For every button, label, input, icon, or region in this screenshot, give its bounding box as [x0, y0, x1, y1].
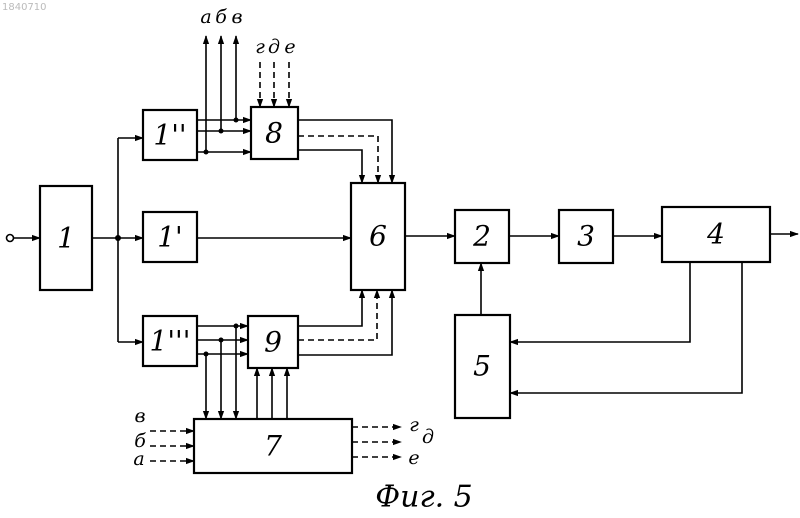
block-7-label: 7 [264, 430, 282, 463]
signal-label-g: г [255, 36, 265, 58]
block-7: 7 [194, 419, 352, 473]
wire-9-6-b [298, 290, 377, 340]
wire-8-6-c [298, 150, 362, 183]
wire-9-6-a [298, 290, 362, 326]
signal-label-v: в [231, 6, 242, 28]
signal-label-a: а [200, 6, 211, 28]
signal-label-e-7: е [408, 447, 419, 469]
watermark: 1840710 [2, 2, 47, 13]
wire-4-5-b [510, 262, 742, 393]
wire-9-6-c [298, 290, 392, 355]
block-6-label: 6 [369, 220, 387, 253]
block-4: 4 [662, 207, 770, 262]
signal-label-d-7: д [422, 426, 434, 448]
wire-4-5-a [510, 262, 690, 342]
block-5: 5 [455, 315, 510, 418]
block-6: 6 [351, 183, 405, 290]
block-2-label: 2 [472, 220, 491, 253]
figure-caption: Фиг. 5 [375, 480, 473, 515]
block-9-label: 9 [264, 326, 282, 359]
signal-label-g-7: г [409, 414, 419, 436]
block-1ppp-label: 1''' [150, 325, 191, 358]
block-4-label: 4 [706, 218, 725, 251]
block-1ppp: 1''' [143, 316, 197, 366]
signal-label-a-7: а [133, 448, 144, 470]
signal-label-v-7: в [134, 405, 145, 427]
block-1: 1 [40, 186, 92, 290]
block-1p: 1' [143, 212, 197, 262]
block-8-label: 8 [265, 117, 283, 150]
signal-label-e: е [284, 36, 295, 58]
junction-dot [204, 150, 209, 155]
wire-8-6-b [298, 136, 378, 183]
block-5-label: 5 [473, 350, 491, 383]
block-9: 9 [248, 316, 298, 368]
block-1pp: 1'' [143, 110, 197, 160]
junction-dot [219, 338, 224, 343]
block-1pp-label: 1'' [153, 119, 186, 152]
signal-label-d: д [268, 36, 280, 58]
junction-dot [204, 352, 209, 357]
block-1-label: 1 [57, 222, 75, 255]
junction-dot [234, 324, 239, 329]
block-3: 3 [559, 210, 613, 263]
block-1p-label: 1' [157, 221, 183, 254]
block-8: 8 [251, 107, 298, 159]
block-2: 2 [455, 210, 509, 263]
junction-dot [219, 129, 224, 134]
signal-label-b: б [215, 6, 227, 28]
input-terminal [7, 235, 14, 242]
junction-dot [234, 118, 239, 123]
block-3-label: 3 [577, 220, 595, 253]
